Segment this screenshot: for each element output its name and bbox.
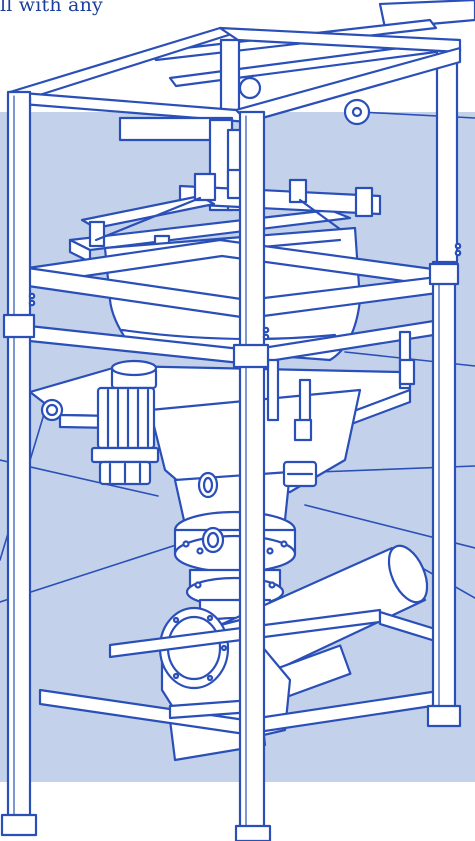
frame-post-front-left [6, 90, 32, 822]
frame-back-post-right [435, 38, 459, 277]
frame-post-front-right [431, 260, 457, 714]
clamp [293, 418, 313, 442]
post-bracket-center [232, 343, 270, 369]
clamp [398, 358, 416, 386]
frame-feet [0, 704, 462, 841]
vibrator-motor [90, 359, 160, 486]
bag-support-frame [68, 116, 382, 264]
frame-post-front-center [238, 110, 266, 834]
frame-back-post-left [219, 38, 241, 112]
top-frame [8, 26, 462, 124]
pulley-wheel [238, 76, 262, 100]
post-brackets [2, 242, 462, 369]
support-rods [266, 330, 416, 442]
foot-left [0, 813, 38, 837]
foot-right [426, 704, 462, 728]
foot-center [234, 824, 272, 841]
post-bracket-right [428, 262, 460, 286]
frame-front-posts [6, 90, 457, 834]
caption-text: ll with any [0, 0, 103, 16]
post-bracket-left [2, 313, 36, 339]
